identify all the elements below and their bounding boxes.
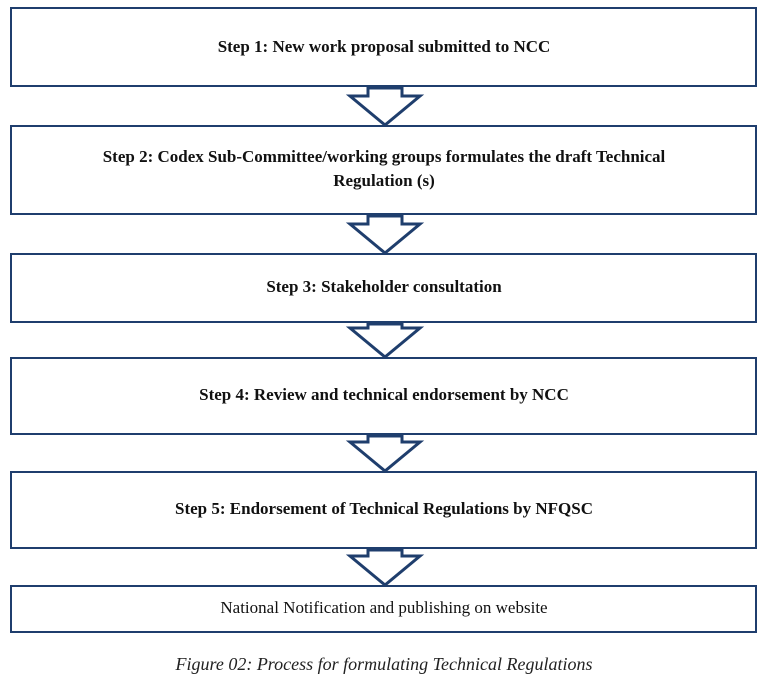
step-1-box <box>10 7 757 87</box>
down-arrow-icon <box>345 214 425 255</box>
step-4-label: Step 4: Review and technical endorsement… <box>199 385 569 404</box>
step-2-label-line-1: Step 2: Codex Sub-Committee/working grou… <box>103 147 666 166</box>
final-step-label: National Notification and publishing on … <box>220 598 547 617</box>
step-5-box <box>10 471 757 549</box>
down-arrow-icon <box>345 434 425 473</box>
step-4-box <box>10 357 757 435</box>
step-2-box <box>10 125 757 215</box>
down-arrow-icon <box>345 322 425 359</box>
down-arrow-icon <box>345 548 425 587</box>
step-3-box <box>10 253 757 323</box>
step-3-label: Step 3: Stakeholder consultation <box>266 277 502 296</box>
final-step-box <box>10 585 757 633</box>
down-arrow-icon <box>345 86 425 127</box>
step-2-label-line-2: Regulation (s) <box>333 171 435 190</box>
step-1-label: Step 1: New work proposal submitted to N… <box>218 37 551 56</box>
figure-caption: Figure 02: Process for formulating Techn… <box>175 654 593 674</box>
step-5-label: Step 5: Endorsement of Technical Regulat… <box>175 499 593 518</box>
